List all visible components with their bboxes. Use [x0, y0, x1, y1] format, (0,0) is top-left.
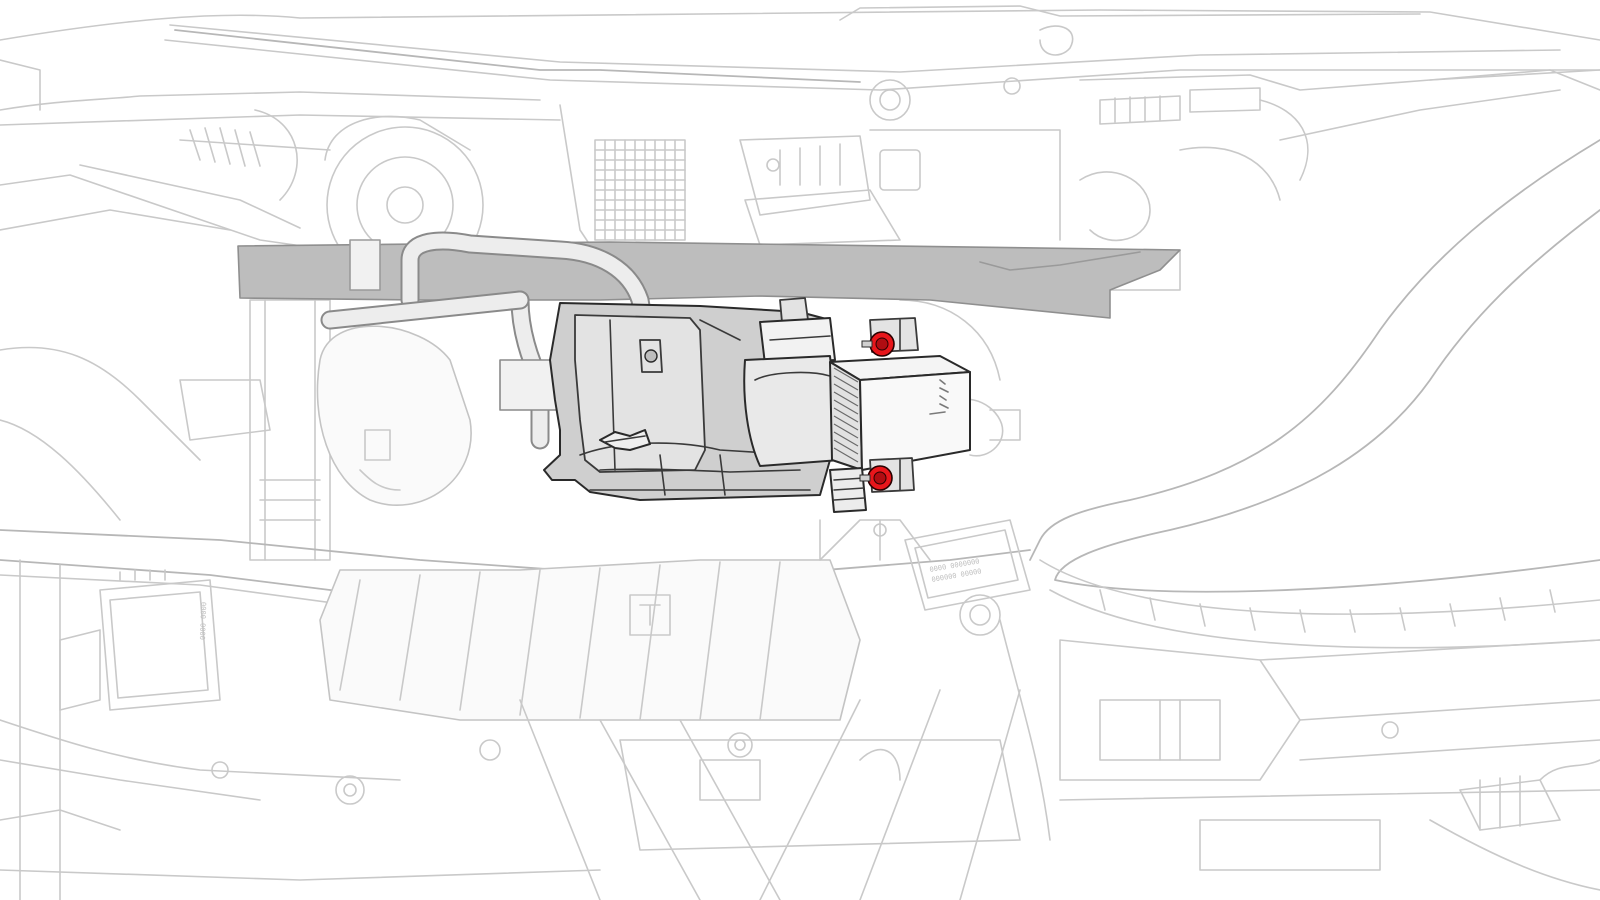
chiller-fins — [833, 367, 859, 463]
svg-text:0000 0000: 0000 0000 — [199, 602, 208, 640]
mesh-vent — [559, 104, 686, 246]
ghosted-surroundings: 0000 0000 0000 0000000 000000 00000 — [0, 5, 1600, 900]
fastener-upper — [861, 331, 895, 357]
highlighted-reservoir-assembly — [543, 297, 971, 513]
ghost-module-left: 0000 0000 — [59, 569, 221, 711]
ghost-label-plate: 0000 0000000 000000 00000 — [904, 519, 1031, 611]
chiller-heat-exchanger — [829, 355, 971, 471]
reservoir-fill-cap — [599, 429, 651, 451]
fastener-lower — [859, 465, 893, 491]
